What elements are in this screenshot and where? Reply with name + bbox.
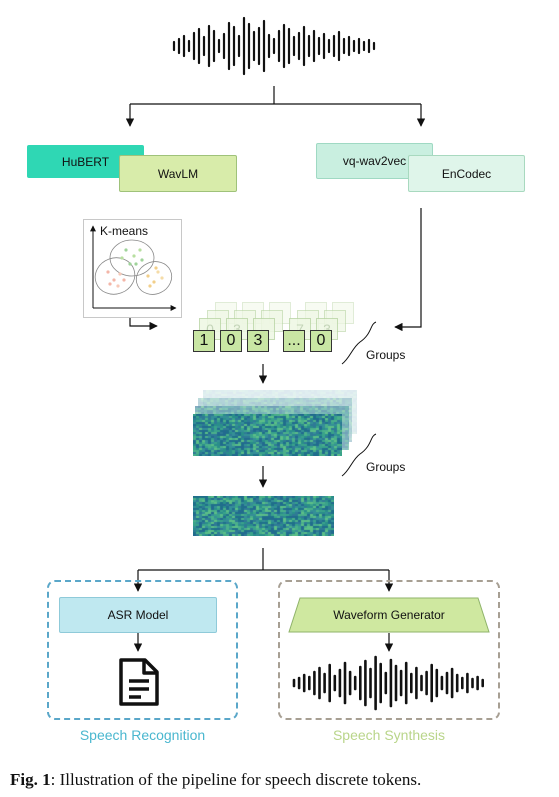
- document-icon: [119, 658, 159, 706]
- cluster-point: [160, 276, 164, 280]
- asr-model-box: ASR Model: [59, 597, 217, 633]
- cluster-point: [124, 248, 128, 252]
- caption-text: : Illustration of the pipeline for speec…: [50, 770, 422, 789]
- encodec-label: EnCodec: [441, 166, 492, 181]
- token-1: 0: [220, 330, 242, 352]
- cluster-point: [134, 262, 138, 266]
- kmeans-plot: K-means: [83, 219, 182, 318]
- encodec-box: EnCodec: [408, 155, 525, 192]
- kmeans-scatter: [90, 225, 177, 311]
- merged-embedding-map: [193, 496, 334, 536]
- token-0: 1: [193, 330, 215, 352]
- token-4: 0: [310, 330, 332, 352]
- cluster-point: [152, 280, 156, 284]
- cluster-point: [132, 254, 136, 258]
- vqwav2vec-label: vq-wav2vec: [342, 154, 407, 168]
- cluster-point: [138, 248, 142, 252]
- speech-recognition-title: Speech Recognition: [79, 727, 206, 743]
- vqwav2vec-box: vq-wav2vec: [316, 143, 433, 179]
- cluster-point: [108, 282, 112, 286]
- cluster-point: [122, 278, 126, 282]
- waveform-generator-label-wrap: Waveform Generator: [288, 597, 490, 633]
- token-2: 3: [247, 330, 269, 352]
- cluster-point: [120, 256, 124, 260]
- cluster-point: [128, 262, 132, 266]
- groups-label-2: Groups: [366, 460, 406, 474]
- cluster-point: [146, 274, 150, 278]
- speech-synthesis-panel: [278, 580, 500, 720]
- groups-brace-2: [341, 433, 377, 477]
- asr-model-label: ASR Model: [107, 608, 169, 622]
- feature-map-group-front: [193, 414, 342, 456]
- cluster-point: [118, 272, 122, 276]
- cluster-point: [156, 270, 160, 274]
- cluster-point: [116, 284, 120, 288]
- waveform-icon: [292, 655, 484, 711]
- figure-caption: Fig. 1: Illustration of the pipeline for…: [10, 770, 550, 790]
- token-3: ...: [283, 330, 305, 352]
- waveform-generator-shape: [288, 597, 490, 633]
- speech-recognition-panel: [47, 580, 238, 720]
- hubert-label: HuBERT: [61, 154, 110, 169]
- wavlm-box: WavLM: [119, 155, 237, 192]
- cluster-point: [148, 284, 152, 288]
- kmeans-label: K-means: [100, 224, 149, 238]
- cluster-point: [154, 266, 158, 270]
- cluster-point: [140, 258, 144, 262]
- cluster-point: [112, 278, 116, 282]
- groups-label-1: Groups: [366, 348, 406, 362]
- caption-prefix: Fig. 1: [10, 770, 51, 789]
- input-waveform-icon: [172, 16, 376, 76]
- waveform-generator-label: Waveform Generator: [333, 608, 445, 622]
- wavlm-label: WavLM: [157, 166, 199, 181]
- speech-synthesis-title: Speech Synthesis: [332, 727, 446, 743]
- groups-brace-1: [341, 321, 377, 365]
- cluster-point: [106, 270, 110, 274]
